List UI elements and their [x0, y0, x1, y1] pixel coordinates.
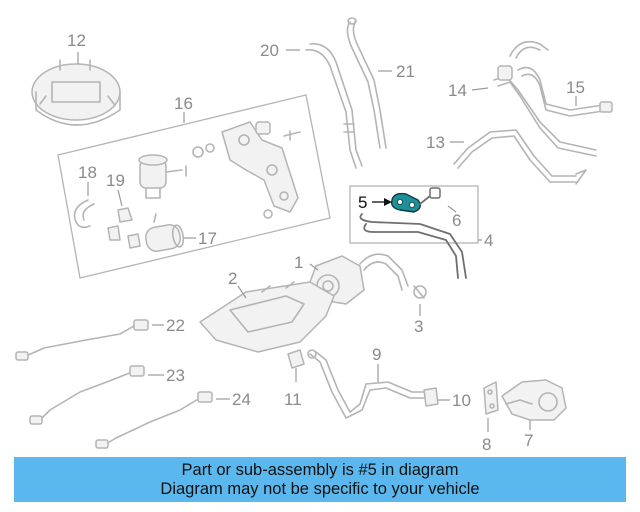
part-24-sensor	[95, 391, 213, 449]
part-11-bracket	[287, 349, 305, 369]
part-2-cover	[199, 281, 335, 353]
callout-19: 19	[106, 171, 125, 190]
callout-15: 15	[566, 78, 585, 97]
callout-10: 10	[452, 391, 471, 410]
part-16-bracket	[221, 121, 301, 219]
part-4-hose	[359, 213, 467, 279]
leader-6	[447, 205, 457, 213]
banner-line-2: Diagram may not be specific to your vehi…	[160, 479, 480, 498]
callout-23: 23	[166, 366, 185, 385]
callout-21: 21	[396, 62, 415, 81]
callout-22: 22	[166, 316, 185, 335]
callout-20: 20	[260, 41, 279, 60]
info-banner: Part or sub-assembly is #5 in diagram Di…	[14, 457, 626, 502]
callout-8: 8	[482, 435, 491, 454]
leader-14	[471, 87, 489, 91]
callout-9: 9	[372, 345, 381, 364]
part-12-cover	[31, 59, 121, 126]
part-13-pipe	[453, 129, 587, 185]
callout-4: 4	[484, 231, 493, 250]
part-18-hose	[73, 199, 95, 229]
leader-1	[309, 263, 319, 271]
callout-6: 6	[452, 211, 461, 230]
banner-line-1: Part or sub-assembly is #5 in diagram	[181, 460, 459, 479]
callout-5: 5	[358, 193, 367, 212]
part-21-pipe	[346, 17, 387, 149]
part-9-pipe	[307, 349, 433, 419]
callout-12: 12	[67, 31, 86, 50]
part-20-pipe	[305, 43, 363, 169]
callout-24: 24	[232, 390, 251, 409]
part-22-sensor	[15, 319, 149, 361]
callout-11: 11	[284, 390, 302, 409]
part-15-pipe	[517, 66, 613, 117]
part-4-assembly-box	[349, 185, 479, 244]
part-16-assembly-box	[57, 94, 331, 279]
part-10-clamp	[423, 387, 439, 407]
callout-2: 2	[228, 269, 237, 288]
leader-19	[117, 189, 123, 207]
callout-16: 16	[174, 94, 193, 113]
part-19-valve	[138, 143, 215, 199]
part-17-canister	[145, 213, 185, 252]
part-8-gasket	[483, 381, 499, 415]
callout-13: 13	[426, 133, 445, 152]
part-23-sensor	[29, 365, 145, 425]
part-7-housing	[501, 379, 567, 421]
leader-2	[237, 285, 247, 299]
arrow-5	[384, 198, 392, 206]
part-14-pipe	[493, 40, 597, 157]
part-6-bolt	[419, 187, 441, 205]
part-5-gasket	[390, 192, 421, 213]
callout-7: 7	[524, 431, 533, 450]
callout-3: 3	[414, 317, 423, 336]
parts-diagram: 12 16 19 18 17	[15, 17, 613, 454]
callout-14: 14	[448, 81, 467, 100]
part-16-clips	[107, 207, 141, 249]
callout-17: 17	[198, 229, 217, 248]
callout-1: 1	[294, 253, 303, 272]
callout-18: 18	[78, 163, 97, 182]
